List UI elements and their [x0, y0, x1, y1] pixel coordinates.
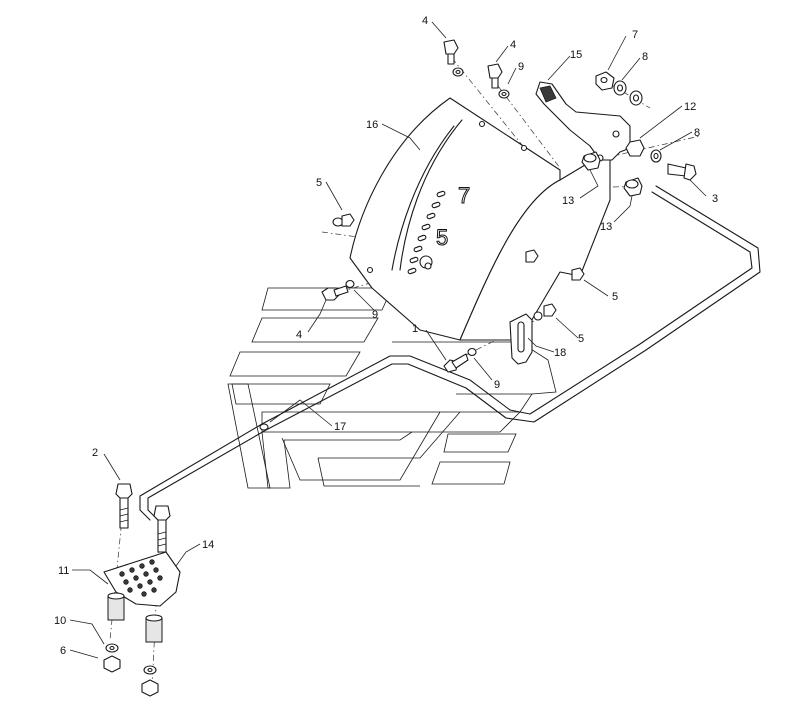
plate-marking-lower: 5: [436, 225, 448, 250]
callout-14: 14: [202, 539, 214, 551]
callout-4-c: 4: [296, 329, 302, 341]
quadrant-bracket-16: 7 5: [349, 97, 611, 341]
plate-marking-upper: 7: [458, 183, 470, 208]
nut-5-a: [341, 213, 355, 227]
callout-5-b: 5: [612, 291, 618, 303]
housing-outline: [227, 287, 557, 489]
nut-12: [625, 139, 645, 157]
nut-6: [103, 655, 121, 673]
callout-1: 1: [412, 323, 418, 335]
callout-10: 10: [54, 615, 66, 627]
link-plate-18: [509, 313, 533, 365]
nut-5-c: [571, 267, 585, 281]
callout-7: 7: [632, 29, 638, 41]
spacer-tubes-11: [107, 592, 163, 643]
hardware-washers-nuts: [332, 67, 662, 357]
lever-15: [535, 81, 631, 162]
callout-13-b: 13: [600, 221, 612, 233]
bolt-2-b: [153, 505, 171, 553]
callout-16: 16: [366, 119, 378, 131]
spacers-13: [581, 151, 643, 197]
bolt-4-b: [487, 63, 503, 89]
callout-13-a: 13: [562, 195, 574, 207]
callout-12: 12: [684, 101, 696, 113]
gear-slot-marks: [407, 190, 446, 275]
lower-washers-nuts: [103, 643, 159, 697]
nut-5-b: [525, 249, 539, 263]
callout-11: 11: [58, 565, 69, 577]
callout-6: 6: [60, 645, 66, 657]
callout-4-b: 4: [510, 39, 516, 51]
bolt-3: [667, 163, 697, 181]
callout-8-b: 8: [694, 127, 700, 139]
callout-9-a: 9: [518, 61, 524, 73]
callout-15: 15: [570, 49, 582, 61]
leader-lines: [69, 21, 707, 659]
callout-9-b: 9: [372, 309, 378, 321]
nut-5-d: [543, 303, 557, 317]
callout-18: 18: [554, 347, 566, 359]
bolts: [115, 39, 697, 553]
callout-9-c: 9: [494, 379, 500, 391]
callout-8-a: 8: [642, 51, 648, 63]
callout-2: 2: [92, 447, 98, 459]
callout-5-c: 5: [578, 333, 584, 345]
bolt-4-a: [443, 39, 459, 65]
washer-9-d: [467, 347, 477, 357]
callout-3: 3: [712, 193, 718, 205]
washer-9-c: [345, 279, 355, 289]
bolt-1: [443, 353, 469, 373]
callout-17: 17: [334, 421, 346, 433]
callout-labels: 4 4 9 15 7 8 12 8 16 5 13 13 3 5 4 9 1 5…: [54, 15, 718, 657]
bolt-4-c: [321, 285, 349, 301]
callout-4-a: 4: [422, 15, 428, 27]
rod-17: [139, 185, 761, 521]
callout-5-a: 5: [316, 177, 322, 189]
rod-end: [259, 423, 269, 431]
bolt-2: [115, 483, 133, 529]
pedal-grip-studs: [119, 559, 163, 597]
pedal-plate-14: [103, 551, 181, 607]
